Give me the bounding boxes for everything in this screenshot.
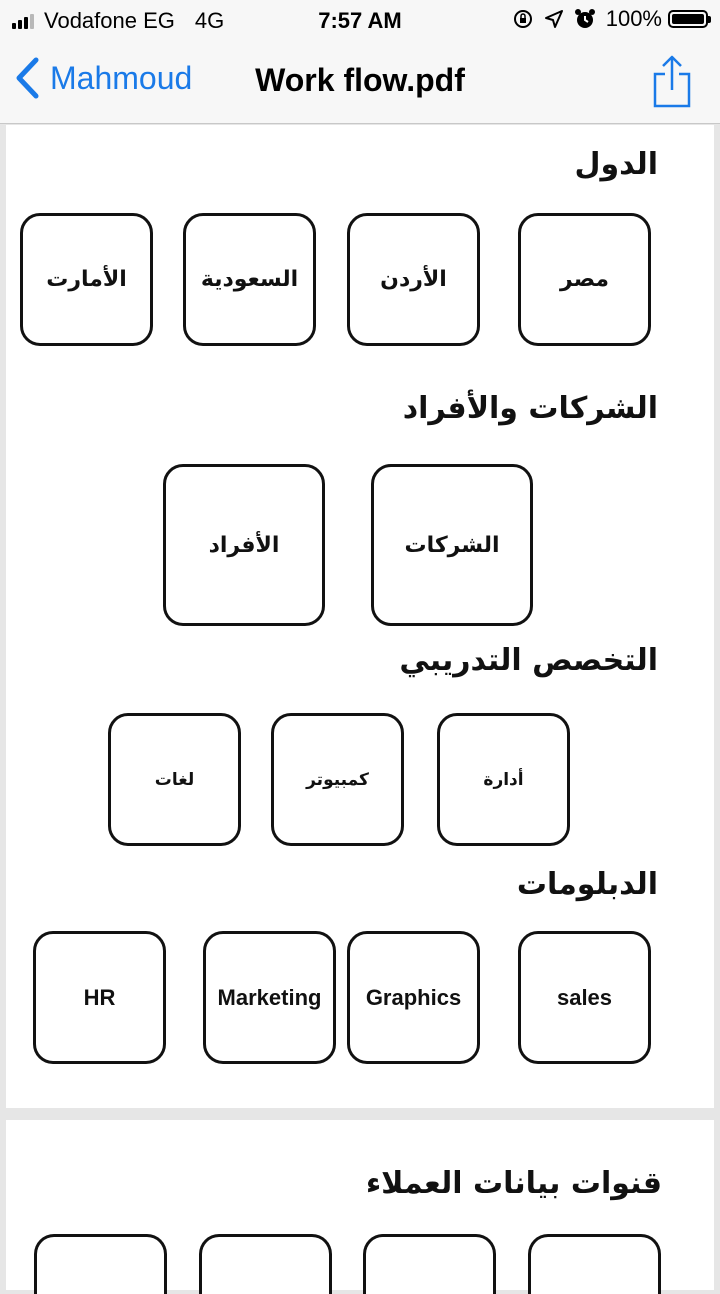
status-left: Vodafone EG 4G [12, 8, 224, 34]
specialization-box[interactable]: لغات [108, 713, 241, 846]
carrier-name: Vodafone EG [44, 8, 175, 33]
heading-diplomas: الدبلومات [516, 867, 658, 902]
back-button[interactable]: Mahmoud [14, 56, 192, 100]
status-bar: Vodafone EG 4G 7:57 AM 100% [0, 0, 720, 40]
channel-box[interactable] [528, 1234, 661, 1294]
country-box[interactable]: الأمارت [20, 213, 153, 346]
diploma-box[interactable]: Marketing [203, 931, 336, 1064]
channel-box[interactable] [363, 1234, 496, 1294]
heading-customer-data-channels: قنوات بيانات العملاء [365, 1166, 662, 1201]
back-label: Mahmoud [50, 59, 193, 96]
chevron-left-icon [16, 57, 39, 99]
diploma-box[interactable]: Graphics [347, 931, 480, 1064]
country-box[interactable]: مصر [518, 213, 651, 346]
specialization-box[interactable]: كمبيوتر [271, 713, 404, 846]
channel-box[interactable] [199, 1234, 332, 1294]
alarm-icon [574, 9, 595, 28]
battery-icon [668, 10, 711, 28]
signal-strength-icon [12, 13, 36, 29]
document-title: Work flow.pdf [255, 62, 465, 98]
pdf-page-1: الدول مصر الأردن السعودية الأمارت الشركا… [6, 125, 714, 1108]
specialization-box[interactable]: أدارة [437, 713, 570, 846]
diploma-box[interactable]: HR [33, 931, 166, 1064]
category-box[interactable]: الأفراد [163, 464, 325, 626]
heading-training-specialization: التخصص التدريبي [399, 643, 658, 678]
heading-countries: الدول [574, 147, 658, 182]
diploma-box[interactable]: sales [518, 931, 651, 1064]
network-type: 4G [194, 8, 225, 33]
navigation-bar: Mahmoud Work flow.pdf [0, 40, 720, 124]
battery-percent: 100% [605, 6, 662, 31]
orientation-lock-icon [513, 10, 532, 28]
pdf-page-2: قنوات بيانات العملاء [6, 1120, 714, 1294]
status-right: 100% [502, 6, 711, 32]
category-box[interactable]: الشركات [371, 464, 533, 626]
channel-box[interactable] [34, 1234, 167, 1294]
heading-companies-individuals: الشركات والأفراد [402, 391, 658, 426]
share-icon[interactable] [652, 54, 692, 108]
status-time: 7:57 AM [318, 8, 402, 33]
location-icon [544, 10, 563, 28]
country-box[interactable]: السعودية [183, 213, 316, 346]
country-box[interactable]: الأردن [347, 213, 480, 346]
